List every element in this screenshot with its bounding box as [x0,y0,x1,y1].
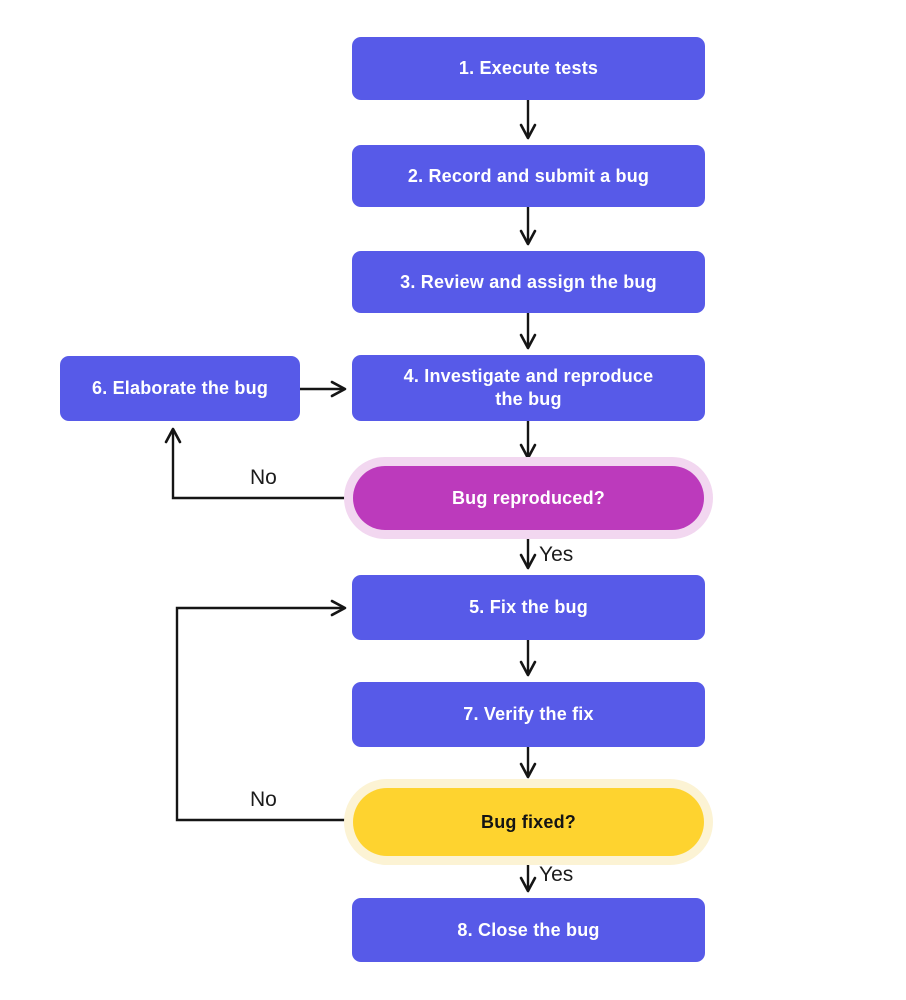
decision-label: Bug reproduced? [451,487,605,508]
node-investigate-reproduce-bug: 4. Investigate and reproduce the bug [352,355,705,421]
node-label: 7. Verify the fix [463,704,594,724]
node-label: 3. Review and assign the bug [400,271,657,292]
node-label: 4. Investigate and reproduce the bug [403,366,654,409]
node-verify-fix: 7. Verify the fix [352,682,705,747]
node-label: 1. Execute tests [458,58,599,78]
edge-label-no-reproduced: No [250,466,277,489]
node-label: 8. Close the bug [457,919,600,940]
decision-label: Bug fixed? [481,811,576,832]
edge-label-no-fixed: No [250,788,277,811]
edge-label-yes-reproduced: Yes [539,543,574,566]
node-fix-bug: 5. Fix the bug [352,575,705,640]
node-close-bug: 8. Close the bug [352,898,705,962]
decision-bug-fixed: Bug fixed? [353,788,704,856]
node-label: 2. Record and submit a bug [407,165,650,186]
decision-bug-reproduced: Bug reproduced? [353,466,704,530]
node-label: 6. Elaborate the bug [91,378,269,398]
node-review-assign-bug: 3. Review and assign the bug [352,251,705,313]
edge-label-yes-fixed: Yes [539,863,574,886]
node-elaborate-bug: 6. Elaborate the bug [60,356,300,421]
node-label: 5. Fix the bug [469,597,588,617]
node-execute-tests: 1. Execute tests [352,37,705,100]
node-record-submit-bug: 2. Record and submit a bug [352,145,705,207]
